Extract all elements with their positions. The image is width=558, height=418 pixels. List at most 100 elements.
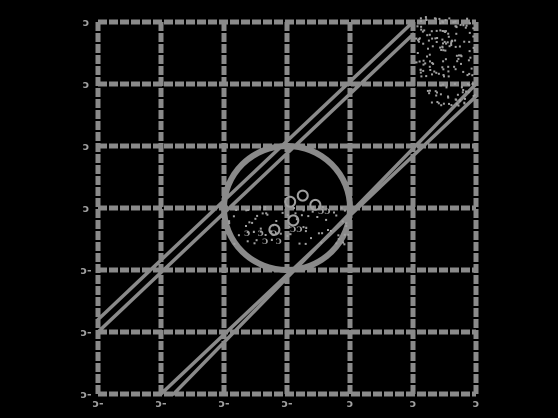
noise-dot bbox=[421, 30, 424, 33]
noise-dot bbox=[453, 82, 456, 85]
noise-dot bbox=[447, 32, 450, 35]
noise-dot bbox=[248, 221, 251, 224]
noise-dot bbox=[434, 17, 437, 20]
noise-dot bbox=[329, 230, 332, 232]
unit-circle bbox=[221, 143, 353, 273]
y-tick-label: ᴐ- bbox=[80, 264, 91, 277]
noise-dot bbox=[286, 234, 289, 237]
noise-dot bbox=[247, 209, 249, 211]
noise-dot bbox=[425, 18, 428, 21]
noise-dot bbox=[430, 101, 433, 104]
noise-dot bbox=[444, 31, 447, 33]
noise-dot bbox=[295, 218, 298, 221]
noise-dot bbox=[418, 38, 421, 41]
noise-dot bbox=[259, 227, 262, 230]
noise-dot bbox=[447, 96, 450, 99]
noise-dot bbox=[463, 102, 466, 105]
noise-dot bbox=[444, 19, 447, 22]
noise-dot bbox=[466, 74, 469, 77]
noise-dot bbox=[286, 214, 289, 217]
noise-dot bbox=[457, 57, 460, 60]
noise-dot bbox=[466, 17, 469, 20]
noise-dot bbox=[420, 28, 423, 31]
noise-dot bbox=[422, 59, 425, 62]
noise-dot bbox=[439, 22, 442, 25]
noise-dot bbox=[419, 71, 422, 74]
y-tick-label: ᴐ bbox=[83, 78, 90, 91]
y-tick-label: ᴐ- bbox=[80, 326, 91, 339]
noise-dot bbox=[422, 69, 425, 72]
noise-dot bbox=[454, 25, 457, 28]
noise-dot bbox=[435, 94, 438, 97]
noise-dot bbox=[429, 60, 431, 63]
noise-dot bbox=[442, 49, 445, 52]
noise-dot bbox=[436, 37, 439, 39]
noise-dot bbox=[447, 65, 450, 68]
y-tick-label: ᴐ- bbox=[80, 388, 91, 401]
noise-dot bbox=[442, 42, 444, 45]
noise-dot bbox=[281, 211, 284, 214]
noise-dot bbox=[420, 20, 422, 23]
noise-dot bbox=[434, 90, 437, 93]
noise-dot bbox=[345, 224, 348, 227]
noise-dot bbox=[441, 20, 444, 23]
noise-dot bbox=[473, 49, 476, 52]
noise-dot bbox=[434, 37, 437, 40]
noise-dot bbox=[316, 216, 319, 218]
noise-dot bbox=[294, 212, 297, 215]
point-marker bbox=[296, 189, 309, 202]
noise-dot bbox=[422, 42, 425, 45]
noise-dot bbox=[431, 45, 434, 48]
diagonal-band-lines bbox=[96, 20, 478, 396]
noise-dot bbox=[450, 42, 453, 45]
noise-dot bbox=[343, 209, 346, 212]
noise-dot bbox=[310, 237, 312, 240]
y-tick-label: ᴐ bbox=[83, 16, 90, 29]
noise-dot bbox=[467, 91, 470, 94]
noise-dot bbox=[272, 224, 275, 227]
noise-dot bbox=[420, 25, 423, 28]
noise-dot bbox=[333, 211, 335, 214]
noise-dot bbox=[312, 205, 315, 208]
noise-dot bbox=[343, 233, 346, 236]
noise-dot bbox=[235, 209, 238, 211]
noise-dot bbox=[304, 230, 307, 233]
noise-dot bbox=[450, 44, 453, 47]
noise-dot bbox=[445, 42, 448, 45]
noise-dot bbox=[469, 56, 472, 59]
noise-dot bbox=[431, 73, 433, 76]
noise-dot bbox=[464, 97, 466, 100]
noise-dot bbox=[321, 206, 324, 209]
x-tick-label: ᴐ bbox=[473, 397, 480, 410]
noise-dot bbox=[266, 213, 269, 216]
noise-dot bbox=[302, 209, 305, 212]
x-tick-label: ᴐ- bbox=[281, 397, 292, 410]
noise-dot bbox=[429, 69, 432, 71]
noise-dot bbox=[467, 59, 470, 62]
noise-dot bbox=[455, 103, 458, 106]
noise-dot bbox=[417, 40, 420, 43]
noise-dot bbox=[321, 232, 324, 235]
noise-dot bbox=[447, 95, 449, 98]
noise-dot bbox=[228, 222, 231, 225]
noise-dot bbox=[472, 27, 475, 30]
noise-dot bbox=[470, 67, 473, 70]
noise-dot bbox=[340, 206, 343, 209]
noise-dot bbox=[456, 60, 459, 63]
noise-dot bbox=[473, 94, 476, 97]
x-tick-label: ᴐ- bbox=[92, 397, 103, 410]
noise-dot bbox=[472, 35, 475, 38]
inner-scribble: ᴐ·ᴐ ᴐ bbox=[244, 225, 277, 239]
noise-dot bbox=[264, 206, 267, 208]
noise-dot bbox=[298, 242, 301, 245]
noise-dot bbox=[464, 26, 467, 29]
noise-dot bbox=[335, 214, 338, 217]
inner-scribble: ᴐᴐ bbox=[318, 203, 331, 217]
x-tick-label: ᴐ- bbox=[155, 397, 166, 410]
noise-dot bbox=[427, 47, 429, 50]
noise-dot bbox=[453, 65, 456, 68]
noise-dot bbox=[424, 16, 427, 19]
noise-dot bbox=[233, 242, 236, 245]
noise-dot bbox=[256, 214, 259, 217]
